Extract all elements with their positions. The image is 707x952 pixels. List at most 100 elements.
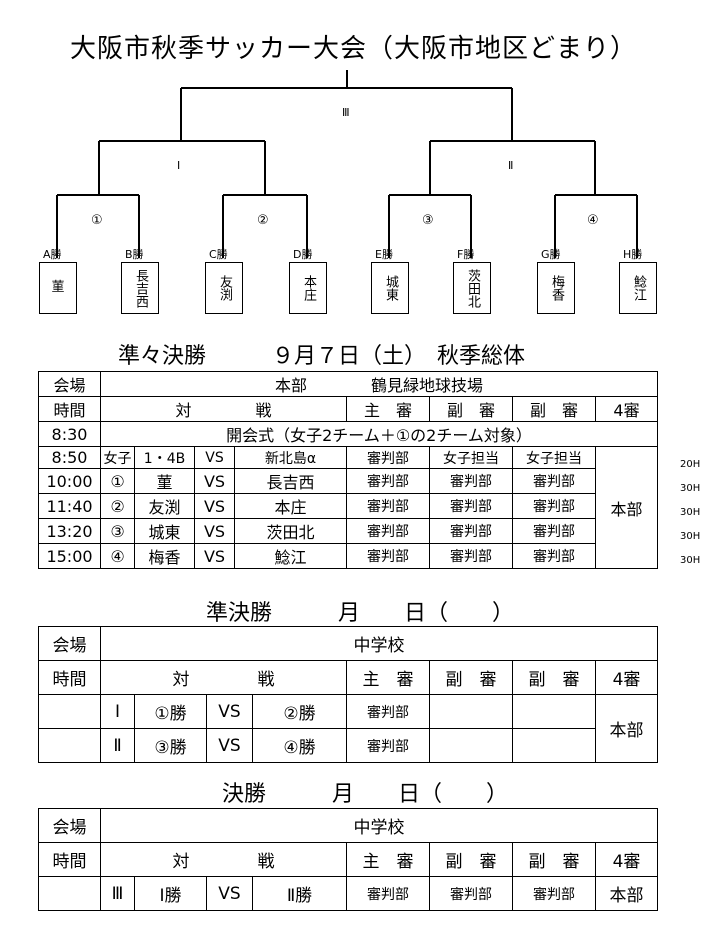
referee-assistant-2: 審判部 bbox=[512, 518, 596, 544]
venue-value: 本部 鶴見緑地球技場 bbox=[99, 371, 659, 397]
team-name-d: 本庄 bbox=[301, 275, 316, 301]
table-row: Ⅰ ①勝 VS ②勝 審判部 本部 bbox=[38, 694, 658, 763]
team-name-c: 友渕 bbox=[217, 275, 232, 301]
time-label: 時間 bbox=[38, 396, 101, 422]
table-row: 8:50 女子 1・4B VS 新北島α 審判部 女子担当 女子担当 本部 bbox=[38, 446, 659, 569]
vs-label: VS bbox=[194, 446, 235, 469]
referee-assistant-2: 審判部 bbox=[512, 876, 596, 911]
table-row: Ⅱ ③勝 VS ④勝 審判部 bbox=[38, 728, 658, 763]
time-label: 時間 bbox=[38, 660, 101, 695]
slot-label-c: C勝 bbox=[209, 248, 228, 261]
team-box-c: 友渕 bbox=[205, 262, 243, 314]
team-name-b: 長吉西 bbox=[133, 268, 148, 308]
match-time: 10:00 bbox=[38, 468, 101, 494]
referee-assistant-1: 審判部 bbox=[429, 468, 513, 494]
team-b: 長吉西 bbox=[234, 468, 347, 494]
semifinal-table: 会場 中学校 時間 対 戦 主 審 副 審 副 審 4審 Ⅰ ①勝 VS ②勝 … bbox=[38, 626, 658, 763]
slot-label-e: E勝 bbox=[375, 248, 393, 261]
opening-row: 8:30 開会式（女子2チーム＋①の2チーム対象） bbox=[38, 421, 659, 447]
match-time bbox=[38, 694, 101, 729]
match-number: Ⅱ bbox=[100, 728, 135, 763]
referee-header-3: 副 審 bbox=[512, 396, 596, 422]
referee-header-1: 主 審 bbox=[346, 660, 430, 695]
vs-label: VS bbox=[206, 728, 253, 763]
referee-assistant-2: 審判部 bbox=[512, 543, 596, 569]
vs-label: VS bbox=[194, 518, 235, 544]
referee-assistant-1: 女子担当 bbox=[429, 446, 513, 469]
referee-assistant-1: 審判部 bbox=[429, 493, 513, 519]
match-time bbox=[38, 728, 101, 763]
match-number: ④ bbox=[100, 543, 135, 569]
match-time bbox=[38, 876, 101, 911]
team-a: ③勝 bbox=[134, 728, 207, 763]
round2-label-1: Ⅰ bbox=[177, 159, 181, 172]
match-number: 女子 bbox=[100, 446, 135, 469]
team-box-e: 城東 bbox=[371, 262, 409, 314]
referee-assistant-1 bbox=[429, 728, 513, 763]
referee-header-1: 主 審 bbox=[346, 842, 430, 877]
referee-header-4: 4審 bbox=[595, 660, 658, 695]
match-number: ① bbox=[100, 468, 135, 494]
match-label-3: ③ bbox=[422, 213, 434, 228]
referee-main: 審判部 bbox=[346, 493, 430, 519]
fourth-referee: 本部 bbox=[595, 694, 658, 763]
duration-note: 30H bbox=[680, 531, 701, 542]
slot-label-g: G勝 bbox=[541, 248, 561, 261]
fourth-referee: 本部 bbox=[594, 446, 659, 569]
slot-label-f: F勝 bbox=[457, 248, 475, 261]
vs-label: VS bbox=[194, 493, 235, 519]
vs-label: VS bbox=[194, 468, 235, 494]
referee-main: 審判部 bbox=[346, 728, 430, 763]
vs-label: VS bbox=[206, 694, 253, 729]
referee-header-2: 副 審 bbox=[429, 396, 513, 422]
venue-row: 会場 中学校 bbox=[38, 626, 658, 661]
referee-main: 審判部 bbox=[346, 876, 430, 911]
referee-assistant-2 bbox=[512, 728, 596, 763]
match-header: 対 戦 bbox=[100, 660, 347, 695]
referee-header-4: 4審 bbox=[595, 842, 658, 877]
referee-header-1: 主 審 bbox=[346, 396, 430, 422]
time-label: 時間 bbox=[38, 842, 101, 877]
match-header-text: 対 戦 bbox=[172, 852, 275, 872]
team-a: 菫 bbox=[134, 468, 195, 494]
team-b: 茨田北 bbox=[234, 518, 347, 544]
referee-header-3: 副 審 bbox=[512, 660, 596, 695]
venue-row: 会場 本部 鶴見緑地球技場 bbox=[38, 371, 659, 397]
team-b: Ⅱ勝 bbox=[252, 876, 347, 911]
table-row: 10:00 ① 菫 VS 長吉西 審判部 審判部 審判部 bbox=[38, 468, 658, 494]
match-header: 対 戦 bbox=[100, 396, 347, 422]
match-number: Ⅲ bbox=[100, 876, 135, 911]
team-box-d: 本庄 bbox=[289, 262, 327, 314]
match-label-2: ② bbox=[257, 213, 269, 228]
match-number: ③ bbox=[100, 518, 135, 544]
team-a: ①勝 bbox=[134, 694, 207, 729]
team-b: 鯰江 bbox=[234, 543, 347, 569]
match-time: 11:40 bbox=[38, 493, 101, 519]
team-b: ④勝 bbox=[252, 728, 347, 763]
semifinal-heading: 準決勝 月 日（ ） bbox=[206, 601, 515, 626]
header-row: 時間 対 戦 主 審 副 審 副 審 4審 bbox=[38, 842, 658, 877]
venue-label: 会場 bbox=[38, 808, 101, 843]
venue-row: 会場 中学校 bbox=[38, 808, 658, 843]
referee-assistant-2: 審判部 bbox=[512, 493, 596, 519]
referee-assistant-1: 審判部 bbox=[429, 876, 513, 911]
header-row: 時間 対 戦 主 審 副 審 副 審 4審 bbox=[38, 660, 658, 695]
venue-value: 中学校 bbox=[100, 626, 658, 661]
match-time: 8:50 bbox=[38, 446, 101, 469]
match-header: 対 戦 bbox=[100, 842, 347, 877]
table-row: Ⅲ Ⅰ勝 VS Ⅱ勝 審判部 審判部 審判部 本部 bbox=[38, 876, 658, 911]
duration-note: 20H bbox=[680, 459, 701, 470]
duration-note: 30H bbox=[680, 507, 701, 518]
slot-label-a: A勝 bbox=[43, 248, 62, 261]
final-heading: 決勝 月 日（ ） bbox=[222, 782, 509, 807]
vs-label: VS bbox=[194, 543, 235, 569]
team-box-a: 菫 bbox=[39, 262, 77, 314]
referee-header-4: 4審 bbox=[594, 396, 659, 422]
slot-label-h: H勝 bbox=[623, 248, 643, 261]
referee-assistant-2: 女子担当 bbox=[512, 446, 596, 469]
team-name-f: 茨田北 bbox=[465, 268, 480, 308]
round3-label: Ⅲ bbox=[342, 106, 350, 119]
quarterfinal-heading: 準々決勝 ９月７日（土） 秋季総体 bbox=[118, 344, 526, 369]
team-a: 1・4B bbox=[134, 446, 195, 469]
referee-assistant-1: 審判部 bbox=[429, 543, 513, 569]
